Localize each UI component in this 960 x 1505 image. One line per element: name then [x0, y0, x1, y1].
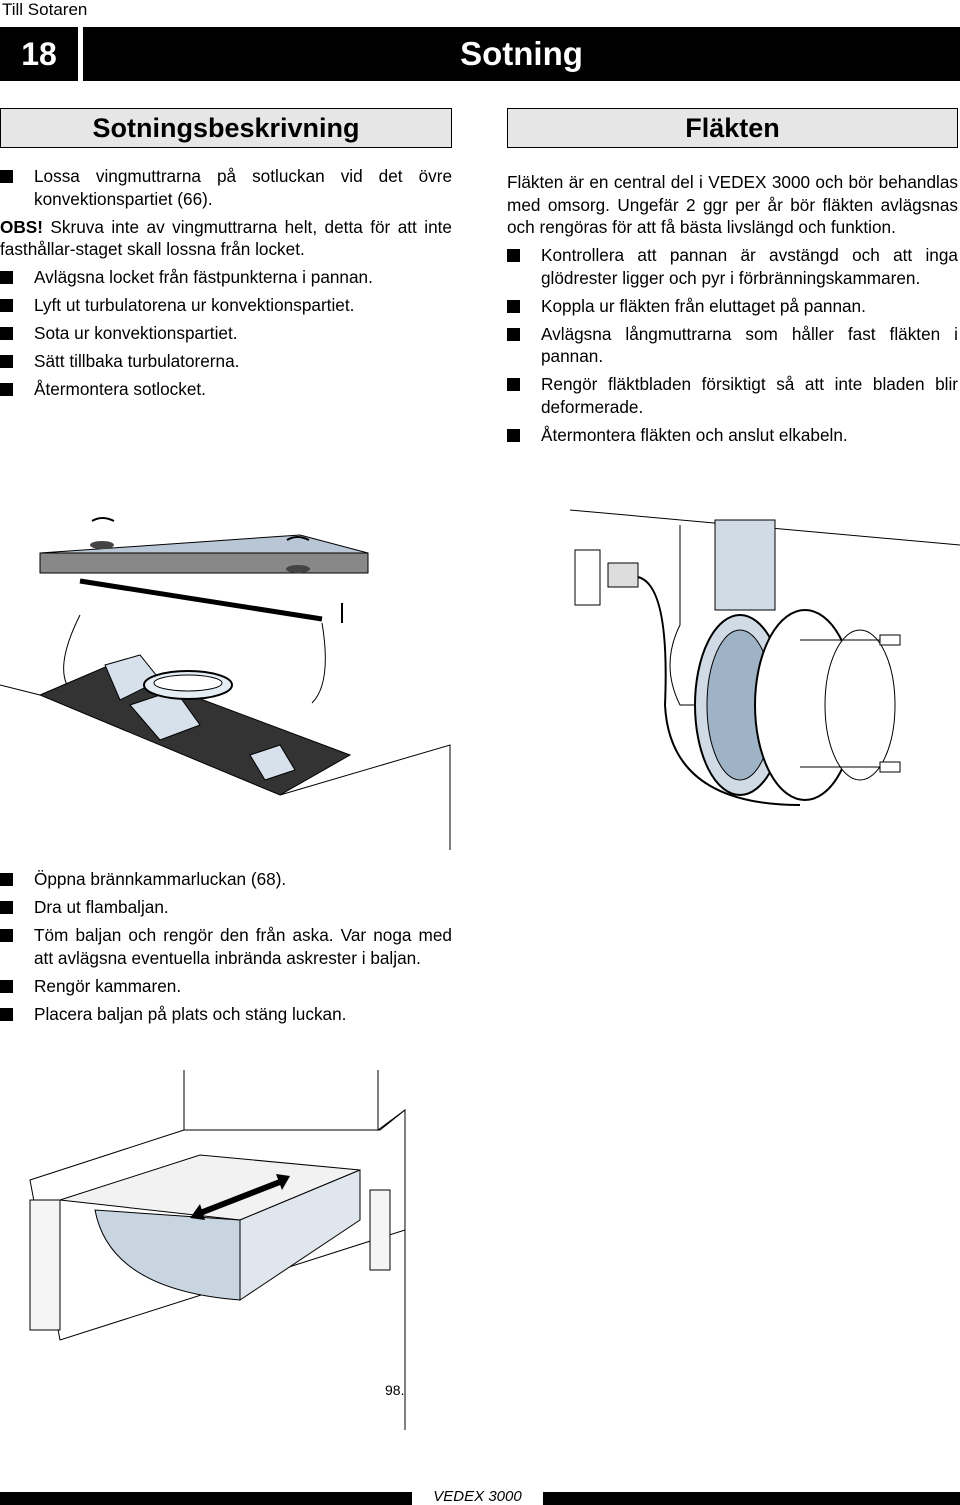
- figure-signature: 98.: [385, 1382, 404, 1398]
- step-item: Sota ur konvektionspartiet.: [0, 322, 452, 345]
- right-column: Fläkten Fläkten är en central del i VEDE…: [507, 108, 958, 452]
- document-section-label: Till Sotaren: [2, 0, 88, 19]
- step-item: Placera baljan på plats och stäng luckan…: [0, 1003, 452, 1026]
- lid-turbulator-illustration: [0, 517, 451, 850]
- combustion-chamber-illustration: 98.: [29, 1070, 406, 1430]
- step-item: Återmontera sotlocket.: [0, 378, 452, 401]
- section-heading-sotningsbeskrivning: Sotningsbeskrivning: [0, 108, 452, 148]
- step-item: Lossa vingmuttrarna på sotluckan vid det…: [0, 165, 452, 210]
- obs-note: OBS! Skruva inte av vingmuttrarna helt, …: [0, 216, 452, 261]
- step-item: Rengör fläktbladen försiktigt så att int…: [507, 373, 958, 418]
- fan-illustration: [569, 509, 960, 806]
- step-item: Återmontera fläkten och anslut elkabeln.: [507, 424, 958, 447]
- step-item: Dra ut flambaljan.: [0, 896, 452, 919]
- intro-paragraph: Fläkten är en central del i VEDEX 3000 o…: [507, 172, 958, 237]
- obs-text: Skruva inte av vingmuttrarna helt, detta…: [0, 216, 452, 260]
- step-item: Avlägsna långmuttrarna som håller fast f…: [507, 323, 958, 368]
- sotning-steps: Lossa vingmuttrarna på sotluckan vid det…: [0, 165, 452, 401]
- header-divider: [78, 27, 83, 81]
- step-item: Lyft ut turbulatorena ur konvektionspart…: [0, 294, 452, 317]
- step-item: Avlägsna locket från fästpunkterna i pan…: [0, 266, 452, 289]
- step-item: Koppla ur fläkten från eluttaget på pann…: [507, 295, 958, 318]
- left-column: Sotningsbeskrivning Lossa vingmuttrarna …: [0, 108, 452, 406]
- step-item: Rengör kammaren.: [0, 975, 452, 998]
- footer-product-name: VEDEX 3000: [433, 1488, 522, 1505]
- section-heading-flakten: Fläkten: [507, 108, 958, 148]
- page-number: 18: [21, 35, 57, 72]
- step-item: Töm baljan och rengör den från aska. Var…: [0, 924, 452, 969]
- footer-bar-right: [543, 1492, 960, 1505]
- obs-label: OBS!: [0, 216, 43, 237]
- footer-bar-left: [0, 1492, 412, 1505]
- flakt-steps: Fläkten är en central del i VEDEX 3000 o…: [507, 171, 958, 446]
- step-item: Kontrollera att pannan är avstängd och a…: [507, 244, 958, 289]
- step-item: Öppna brännkammarluckan (68).: [0, 868, 452, 891]
- flambalja-steps: Öppna brännkammarluckan (68). Dra ut fla…: [0, 868, 452, 1031]
- step-item: Sätt tillbaka turbulatorerna.: [0, 350, 452, 373]
- page-title: Sotning: [460, 35, 583, 72]
- page-header: 18 Sotning: [0, 27, 960, 81]
